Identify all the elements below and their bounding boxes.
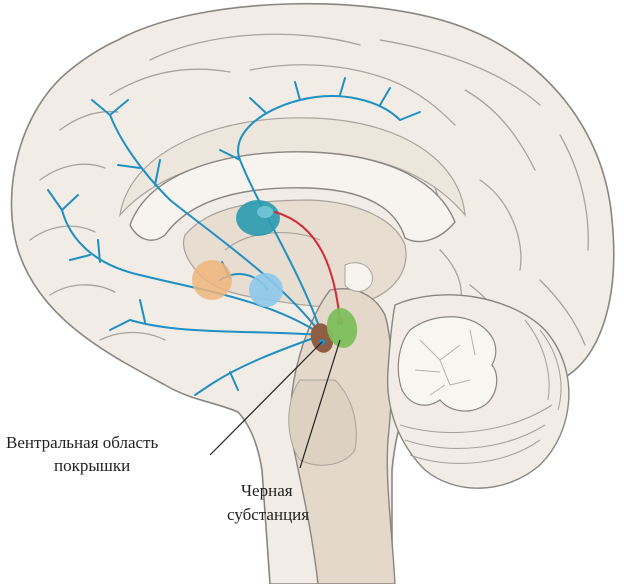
striatum-nucleus xyxy=(236,200,280,236)
gyri-folds xyxy=(29,33,589,346)
cerebellum xyxy=(386,294,570,489)
mesocorticolimbic-pathway xyxy=(47,77,421,396)
sn-label-line1: Черная xyxy=(241,481,293,500)
substantia-nigra-nucleus xyxy=(326,308,358,348)
striatum-inner xyxy=(257,206,273,218)
fornix xyxy=(224,232,321,251)
mammillary-area xyxy=(344,262,373,292)
pons xyxy=(288,379,357,466)
vta-leader-line xyxy=(209,341,323,456)
orange-nucleus xyxy=(192,260,232,300)
vta-label-line2: покрышки xyxy=(54,456,130,475)
corpus-callosum xyxy=(129,151,456,243)
cerebellum-arbor-vitae xyxy=(397,316,498,412)
nigrostriatal-pathway xyxy=(274,211,341,323)
sn-label-line2: субстанция xyxy=(227,505,309,524)
vta-label-line1: Вентральная область xyxy=(6,433,158,452)
blue-nucleus xyxy=(249,273,283,307)
sn-leader-line xyxy=(299,339,341,469)
